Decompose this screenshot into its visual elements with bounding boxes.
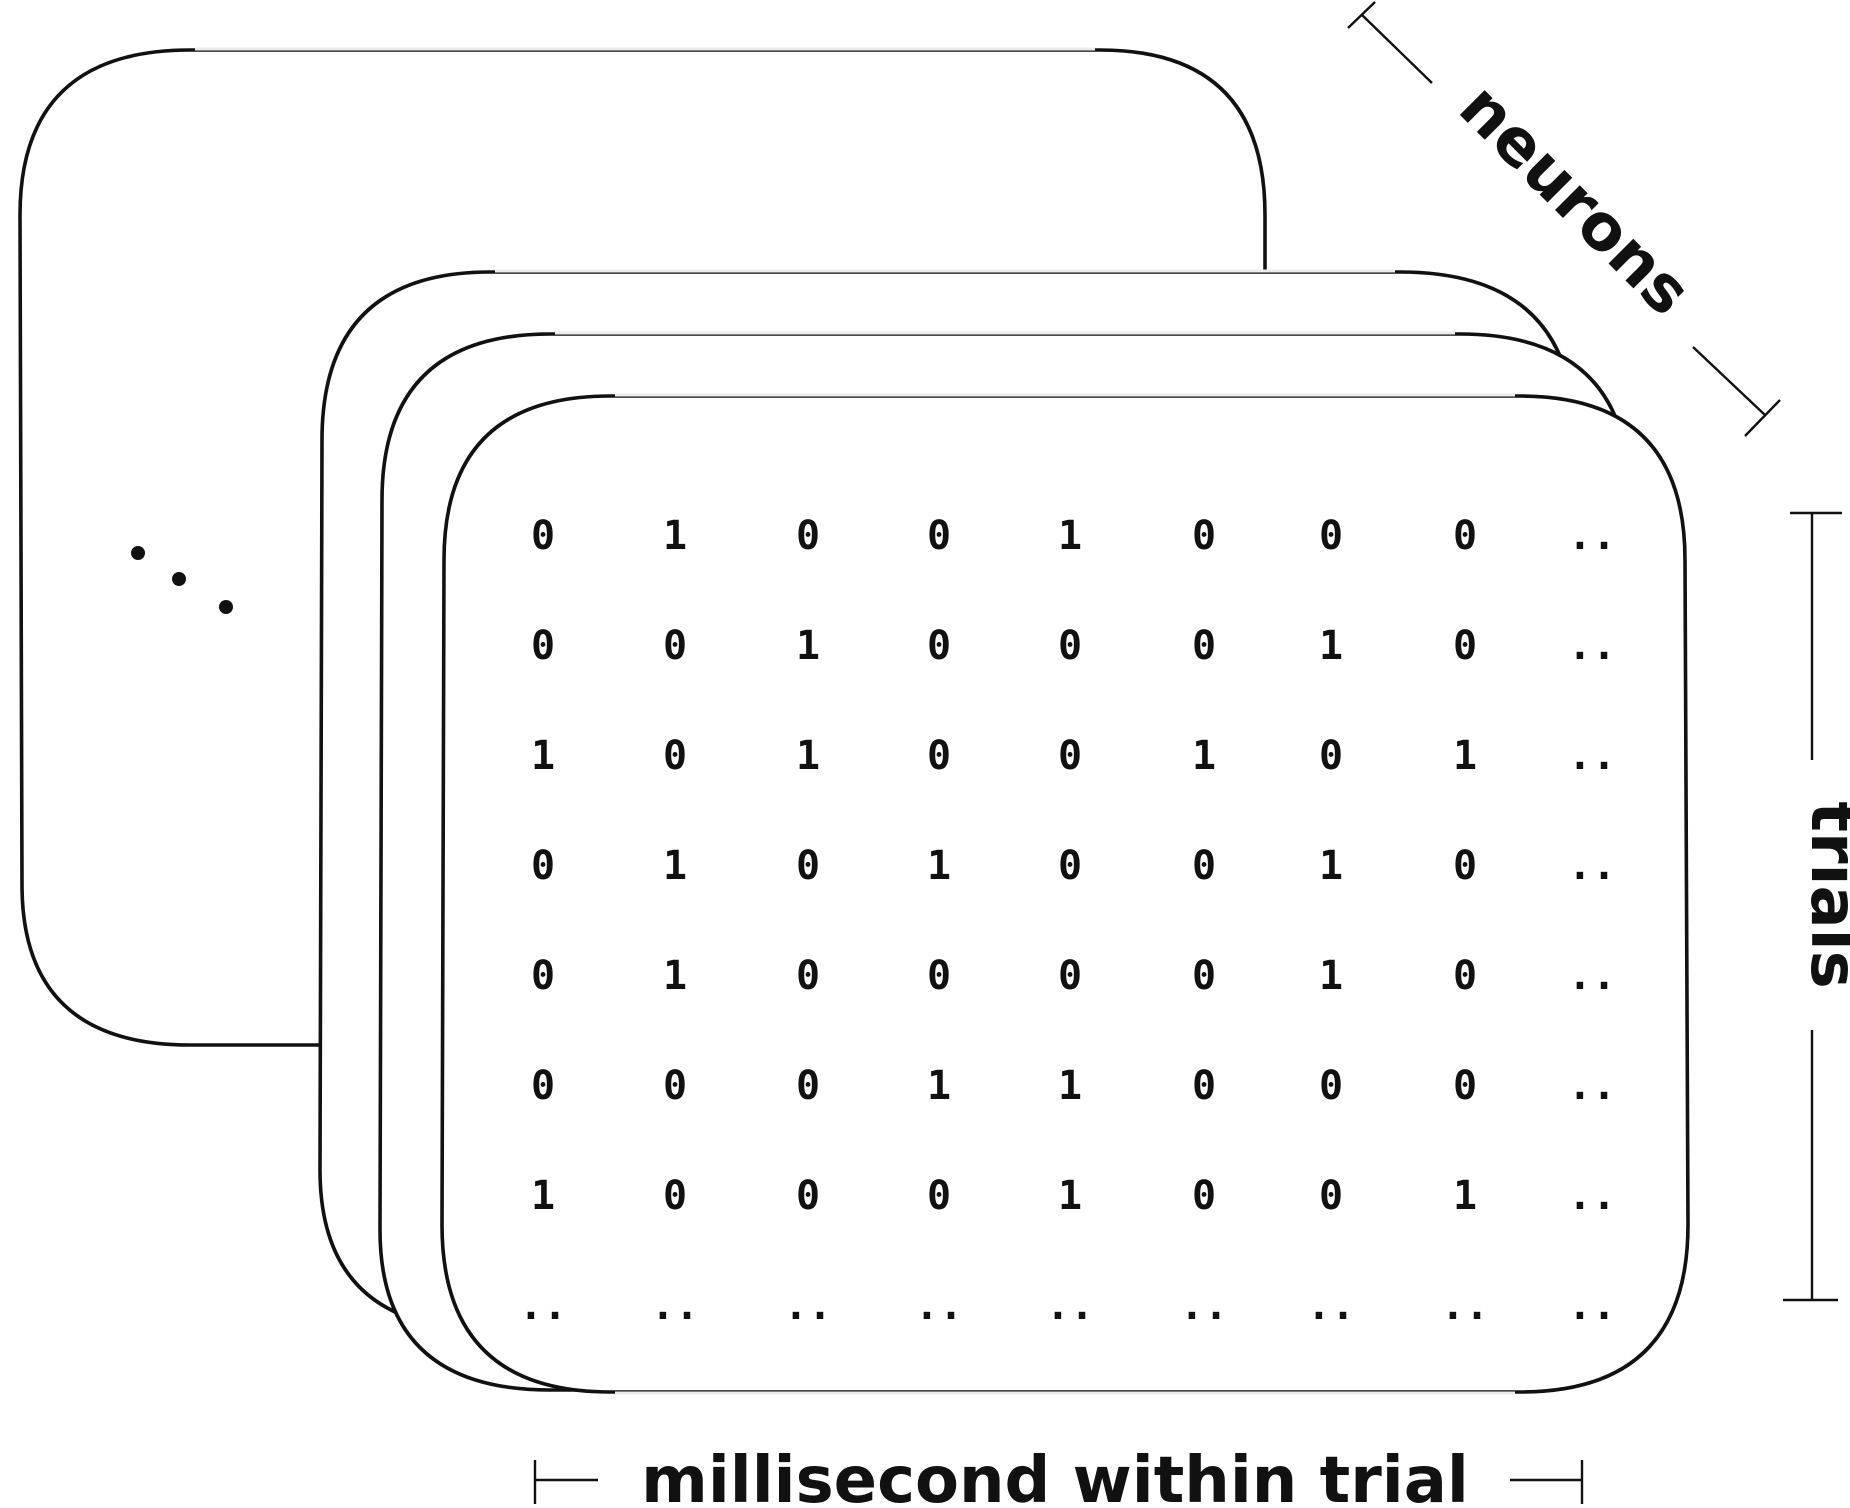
matrix-cell: ..: [1046, 1283, 1094, 1329]
matrix-cell: 0: [796, 953, 820, 999]
matrix-cell: 0: [663, 1063, 687, 1109]
matrix-cell: 1: [531, 733, 555, 779]
matrix-cell: ..: [915, 1283, 963, 1329]
matrix-cell: 1: [663, 843, 687, 889]
matrix-cell: 0: [1319, 1173, 1343, 1219]
matrix-cell: 0: [1192, 953, 1216, 999]
neurons-bracket-line-start: [1361, 14, 1433, 84]
matrix-cell: 0: [1453, 843, 1477, 889]
matrix-cell: 0: [531, 1063, 555, 1109]
matrix-cell: ..: [1568, 1173, 1616, 1219]
matrix-cell: 0: [1058, 623, 1082, 669]
matrix-cell: 0: [796, 1063, 820, 1109]
matrix-cell: 1: [1192, 733, 1216, 779]
matrix-cell: 0: [927, 513, 951, 559]
matrix-cell: ..: [1180, 1283, 1228, 1329]
matrix-cell: ..: [1568, 513, 1616, 559]
matrix-cell: 0: [1319, 1063, 1343, 1109]
matrix-cell: 0: [1192, 623, 1216, 669]
trials-axis: trials: [1783, 511, 1850, 1302]
matrix-cell: 0: [663, 733, 687, 779]
matrix-cell: ..: [784, 1283, 832, 1329]
matrix-cell: 1: [531, 1173, 555, 1219]
matrix-cell: 1: [1058, 1173, 1082, 1219]
neurons-bracket-cap-end: [1744, 399, 1781, 437]
matrix-cell: 1: [1453, 733, 1477, 779]
matrix-cell: 1: [796, 623, 820, 669]
matrix-cell: 0: [531, 953, 555, 999]
stack-ellipsis: [131, 546, 233, 614]
matrix-cell: 0: [1453, 1063, 1477, 1109]
matrix-cell: 1: [1319, 953, 1343, 999]
matrix-cell: 0: [531, 843, 555, 889]
matrix-cell: 0: [927, 1173, 951, 1219]
matrix-cell: ..: [1568, 623, 1616, 669]
matrix-cell: 1: [1058, 513, 1082, 559]
neurons-bracket-cap-start: [1347, 1, 1376, 29]
matrix-cell: 0: [1319, 733, 1343, 779]
matrix-cell: 0: [796, 1173, 820, 1219]
matrix-cell: 1: [663, 513, 687, 559]
matrix-cell: 0: [1192, 513, 1216, 559]
matrix-cell: ..: [1568, 1063, 1616, 1109]
matrix-cell: ..: [1307, 1283, 1355, 1329]
time-axis: millisecond within trial: [533, 1444, 1584, 1508]
matrix-cell: 1: [1453, 1173, 1477, 1219]
matrix-cell: ..: [1568, 953, 1616, 999]
matrix-cell: 0: [796, 513, 820, 559]
matrix-cell: ..: [519, 1283, 567, 1329]
matrix-cell: 0: [531, 623, 555, 669]
matrix-cell: 0: [796, 843, 820, 889]
matrix-cell: ..: [1568, 843, 1616, 889]
matrix-cell: 1: [663, 953, 687, 999]
matrix-cell: 1: [796, 733, 820, 779]
spike-matrix: 0 1 0 0 1 0 0 0.. 0 0 1 0 0 0 1 0.. 1 0 1 0 0 1 0 1.. 0 1 0 1 0 0 1 0..…: [519, 513, 1616, 1329]
matrix-cell: 0: [1453, 623, 1477, 669]
matrix-cell: 1: [1319, 623, 1343, 669]
matrix-cell: ..: [651, 1283, 699, 1329]
matrix-cell: 0: [1058, 733, 1082, 779]
matrix-cell: ..: [1568, 733, 1616, 779]
neuron-frame-front: [440, 393, 1690, 1395]
matrix-cell: 0: [1192, 1063, 1216, 1109]
matrix-cell: ..: [1441, 1283, 1489, 1329]
matrix-cell: 0: [927, 953, 951, 999]
trials-label: trials: [1796, 801, 1850, 988]
matrix-cell: 1: [927, 1063, 951, 1109]
matrix-cell: 0: [1058, 953, 1082, 999]
matrix-cell: 0: [1319, 513, 1343, 559]
neurons-bracket-line-end: [1692, 346, 1766, 416]
matrix-cell: 0: [1453, 953, 1477, 999]
matrix-cell: 1: [1319, 843, 1343, 889]
matrix-cell: 1: [927, 843, 951, 889]
matrix-cell: 0: [927, 733, 951, 779]
matrix-cell: 0: [531, 513, 555, 559]
matrix-cell: 0: [663, 623, 687, 669]
matrix-cell: 0: [1453, 513, 1477, 559]
matrix-cell: 0: [1058, 843, 1082, 889]
matrix-cell: 0: [927, 623, 951, 669]
matrix-cell: ..: [1568, 1283, 1616, 1329]
matrix-cell: 0: [663, 1173, 687, 1219]
matrix-cell: 0: [1192, 843, 1216, 889]
time-label: millisecond within trial: [641, 1444, 1469, 1508]
matrix-cell: 1: [1058, 1063, 1082, 1109]
matrix-cell: 0: [1192, 1173, 1216, 1219]
